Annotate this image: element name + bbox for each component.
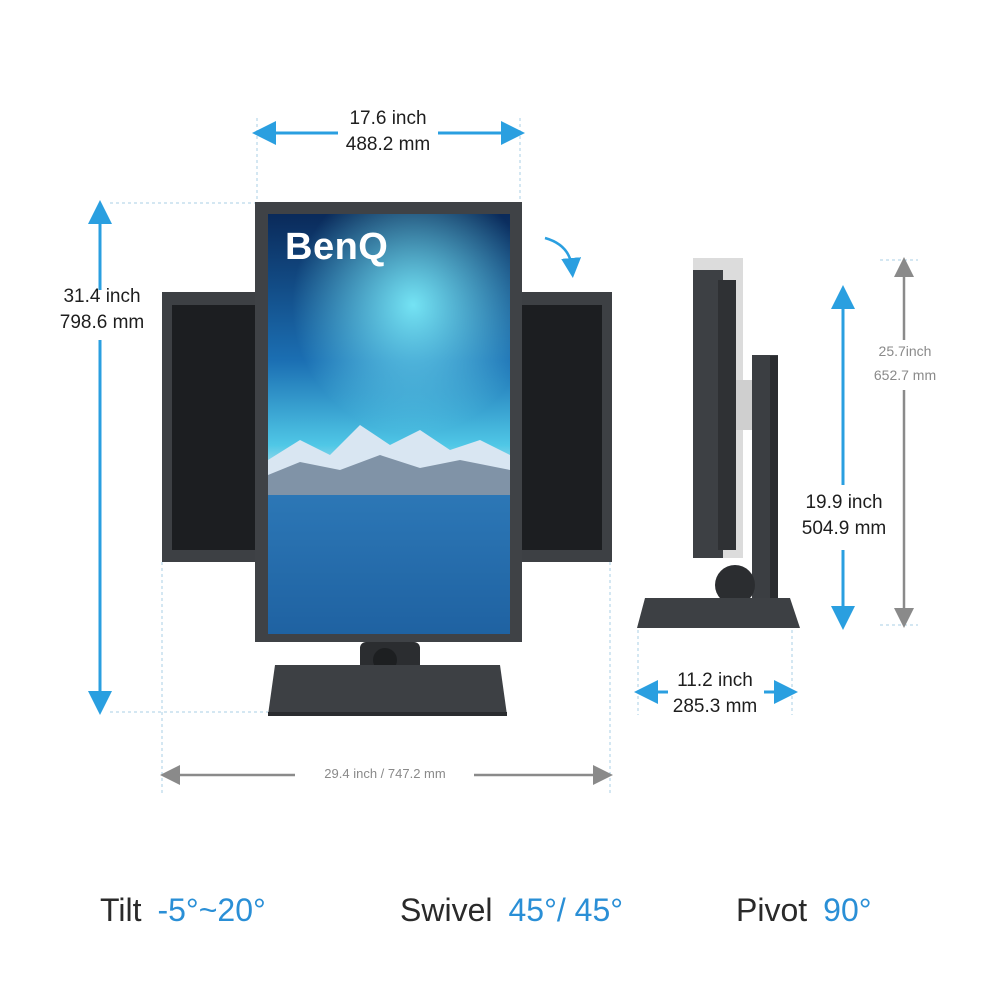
brand-logo: BenQ: [285, 226, 389, 268]
pivot-rotate-icon: [544, 236, 582, 278]
side-inner-height-label: 19.9 inch 504.9 mm: [790, 490, 898, 541]
tilt-spec: Tilt -5°~20°: [100, 892, 266, 929]
grey-arrows: [160, 257, 914, 785]
width-top-mm: 488.2 mm: [345, 133, 431, 155]
monitor-stand: [268, 642, 507, 716]
swivel-label: Swivel: [400, 892, 493, 928]
guide-lines: [110, 118, 918, 795]
pivot-value: 90°: [823, 892, 872, 928]
blue-arrows: [88, 121, 855, 715]
pivot-spec: Pivot 90°: [736, 892, 872, 929]
monitor-portrait: [255, 202, 522, 642]
side-inner-mm: 504.9 mm: [801, 517, 887, 539]
height-left-inch: 31.4 inch: [63, 286, 141, 307]
width-bottom-label: 29.4 inch / 747.2 mm: [324, 766, 446, 781]
height-left-mm: 798.6 mm: [59, 311, 145, 333]
width-top-inch: 17.6 inch: [349, 108, 427, 129]
swivel-spec: Swivel 45°/ 45°: [400, 892, 623, 929]
depth-mm: 285.3 mm: [672, 695, 758, 717]
tilt-value: -5°~20°: [157, 892, 266, 928]
side-outer-inch: 25.7inch: [878, 343, 932, 359]
depth-label: 11.2 inch 285.3 mm: [660, 668, 770, 719]
swivel-value: 45°/ 45°: [508, 892, 624, 928]
monitor-side-view: [637, 258, 800, 628]
pivot-label: Pivot: [736, 892, 808, 928]
height-left-label: 31.4 inch 798.6 mm: [40, 284, 164, 335]
width-top-label: 17.6 inch 488.2 mm: [318, 106, 458, 157]
depth-inch: 11.2 inch: [677, 670, 753, 691]
side-outer-mm: 652.7 mm: [873, 366, 937, 383]
side-outer-height-label: 25.7inch 652.7 mm: [862, 340, 948, 388]
tilt-label: Tilt: [100, 892, 142, 928]
side-inner-inch: 19.9 inch: [805, 492, 883, 513]
